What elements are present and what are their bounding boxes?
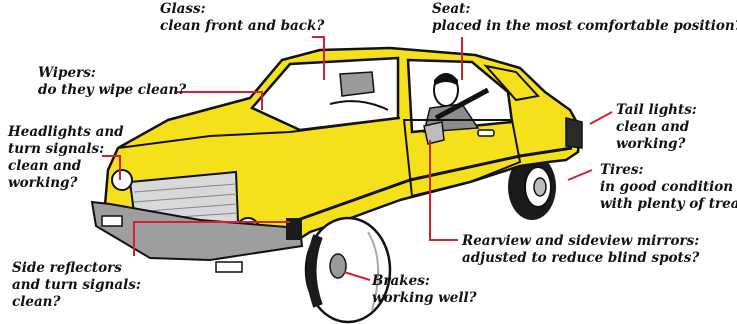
leader-tail xyxy=(590,112,612,124)
tail-lights-label: Tail lights: clean and working? xyxy=(616,102,697,153)
mirrors-line-1: Rearview and sideview mirrors: xyxy=(462,233,699,250)
glass-question: clean front and back? xyxy=(160,18,324,35)
door-handle xyxy=(478,130,494,136)
wipers-label: Wipers: do they wipe clean? xyxy=(38,65,186,99)
mirrors-label: Rearview and sideview mirrors: adjusted … xyxy=(462,233,699,267)
headlights-line-3: clean and xyxy=(8,158,124,175)
tail-line-3: working? xyxy=(616,136,697,153)
brakes-line-1: Brakes: xyxy=(372,273,477,290)
tires-line-3: with plenty of tread? xyxy=(600,196,737,213)
headlights-line-2: turn signals: xyxy=(8,141,124,158)
bumper-reflector-left xyxy=(102,216,122,226)
side-line-1: Side reflectors xyxy=(12,260,141,277)
headlights-line-1: Headlights and xyxy=(8,124,124,141)
tires-line-2: in good condition xyxy=(600,179,737,196)
wipers-question: do they wipe clean? xyxy=(38,82,186,99)
seat-title: Seat: xyxy=(432,1,737,18)
tail-line-2: clean and xyxy=(616,119,697,136)
leader-tires xyxy=(568,170,592,180)
mirrors-line-2: adjusted to reduce blind spots? xyxy=(462,250,699,267)
glass-title: Glass: xyxy=(160,1,324,18)
seat-question: placed in the most comfortable position? xyxy=(432,18,737,35)
seat-label: Seat: placed in the most comfortable pos… xyxy=(432,1,737,35)
headlights-label: Headlights and turn signals: clean and w… xyxy=(8,124,124,192)
side-reflectors-label: Side reflectors and turn signals: clean? xyxy=(12,260,141,311)
tail-light xyxy=(566,118,582,148)
brakes-line-2: working well? xyxy=(372,290,477,307)
brakes-label: Brakes: working well? xyxy=(372,273,477,307)
headlights-line-4: working? xyxy=(8,175,124,192)
side-mirror xyxy=(424,122,444,144)
tires-line-1: Tires: xyxy=(600,162,737,179)
side-line-2: and turn signals: xyxy=(12,277,141,294)
tail-line-1: Tail lights: xyxy=(616,102,697,119)
wipers-title: Wipers: xyxy=(38,65,186,82)
side-line-3: clean? xyxy=(12,294,141,311)
glass-label: Glass: clean front and back? xyxy=(160,1,324,35)
interior-seat xyxy=(340,72,374,96)
bumper-reflector-right xyxy=(216,262,242,272)
tires-label: Tires: in good condition with plenty of … xyxy=(600,162,737,213)
